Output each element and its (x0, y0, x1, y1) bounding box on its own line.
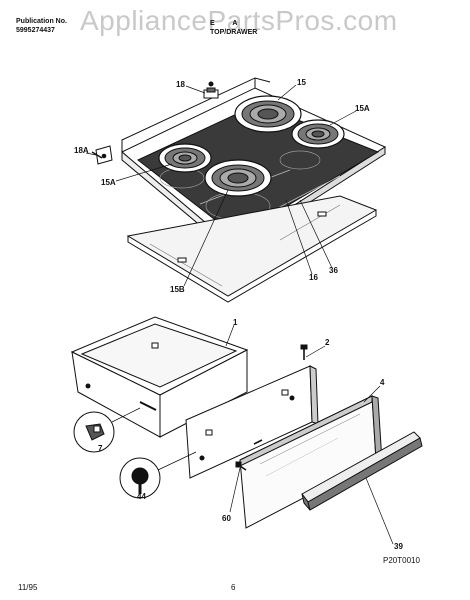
model-partial: E (210, 20, 215, 27)
callout-15a-right: 15A (355, 104, 370, 113)
radiant-element-left (158, 143, 212, 173)
callout-60: 60 (222, 514, 231, 523)
publication-number: 5995274437 (16, 27, 55, 34)
callout-39: 39 (394, 542, 403, 551)
callout-16: 16 (309, 273, 318, 282)
callout-7: 7 (98, 444, 103, 453)
drawer-front-wall (159, 349, 248, 438)
radiant-element-rear (234, 95, 302, 133)
drawer-handle (301, 431, 423, 511)
drawer-front (239, 395, 383, 529)
bracket-18 (203, 81, 219, 99)
rear-flange (121, 77, 271, 152)
drawer-body (70, 316, 249, 438)
callout-18: 18 (176, 80, 185, 89)
detail-circle-44 (119, 451, 197, 499)
callout-4: 4 (380, 378, 385, 387)
section-header: E A TOP/DRAWER (210, 19, 257, 37)
section-title: TOP/DRAWER (210, 29, 258, 36)
figure-code: P20T0010 (383, 556, 420, 565)
detail-circle-7 (73, 407, 141, 453)
callout-15: 15 (297, 78, 306, 87)
footer-page-number: 6 (231, 583, 236, 592)
callout-44: 44 (137, 492, 146, 501)
screw-2 (300, 344, 308, 360)
callout-1: 1 (233, 318, 238, 327)
callout-36: 36 (329, 266, 338, 275)
leader-lines-top (85, 84, 357, 287)
callout-18a: 18A (74, 146, 89, 155)
callout-15a-left: 15A (101, 178, 116, 187)
callout-15b: 15B (170, 285, 185, 294)
radiant-element-front (204, 159, 272, 197)
screw-60 (235, 461, 247, 471)
callout-2: 2 (325, 338, 330, 347)
footer-date: 11/95 (18, 583, 38, 592)
drawer-inner-panel (185, 365, 319, 479)
watermark: AppliancePartsPros.com (80, 5, 398, 36)
model-suffix: A (232, 20, 238, 27)
publication-label: Publication No. (16, 18, 67, 25)
publication-info: Publication No. 5995274437 (16, 17, 67, 35)
cooktop-assembly (91, 77, 387, 303)
leader-lines-drawer (225, 324, 394, 545)
radiant-element-right (291, 119, 345, 149)
bracket-18a (91, 145, 113, 165)
